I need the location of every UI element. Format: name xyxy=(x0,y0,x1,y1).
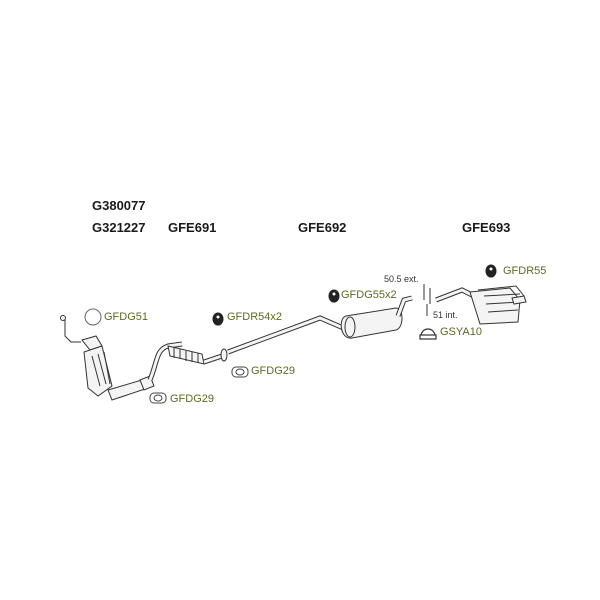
front-pipe xyxy=(147,341,228,381)
part-number-middle-silencer: GFE692 xyxy=(298,220,347,235)
label-flange-gasket-b: GFDG29 xyxy=(251,365,296,377)
label-outer-diameter: 50.5 ext. xyxy=(384,274,419,284)
part-number-catalyst-primary: G380077 xyxy=(92,198,146,213)
part-number-rear-silencer: GFE693 xyxy=(462,220,511,235)
ring-gasket-icon xyxy=(84,308,102,326)
middle-silencer xyxy=(227,295,413,355)
flange-gasket-icon xyxy=(149,392,167,404)
label-rubber-mount-mid: GFDG55x2 xyxy=(341,289,397,301)
label-clamp: GSYA10 xyxy=(440,326,482,338)
label-rubber-mount-rear: GFDR55 xyxy=(503,265,547,277)
label-ring-gasket: GFDG51 xyxy=(104,311,149,323)
flange-gasket-icon-2 xyxy=(231,366,249,378)
part-number-front-pipe: GFE691 xyxy=(168,220,217,235)
label-inner-diameter: 51 int. xyxy=(433,310,458,320)
label-rubber-mount-front: GFDR54x2 xyxy=(227,311,283,323)
label-flange-gasket-a: GFDG29 xyxy=(170,393,215,405)
part-number-catalyst-alt: G321227 xyxy=(92,220,146,235)
clamp-icon xyxy=(419,328,437,340)
dimension-marks xyxy=(423,284,431,316)
rubber-mount-rear-icon xyxy=(485,264,497,278)
rubber-mount-front-icon xyxy=(212,312,224,326)
rubber-mount-mid-icon xyxy=(328,289,340,303)
rear-silencer xyxy=(435,285,527,325)
catalytic-converter xyxy=(60,315,155,401)
